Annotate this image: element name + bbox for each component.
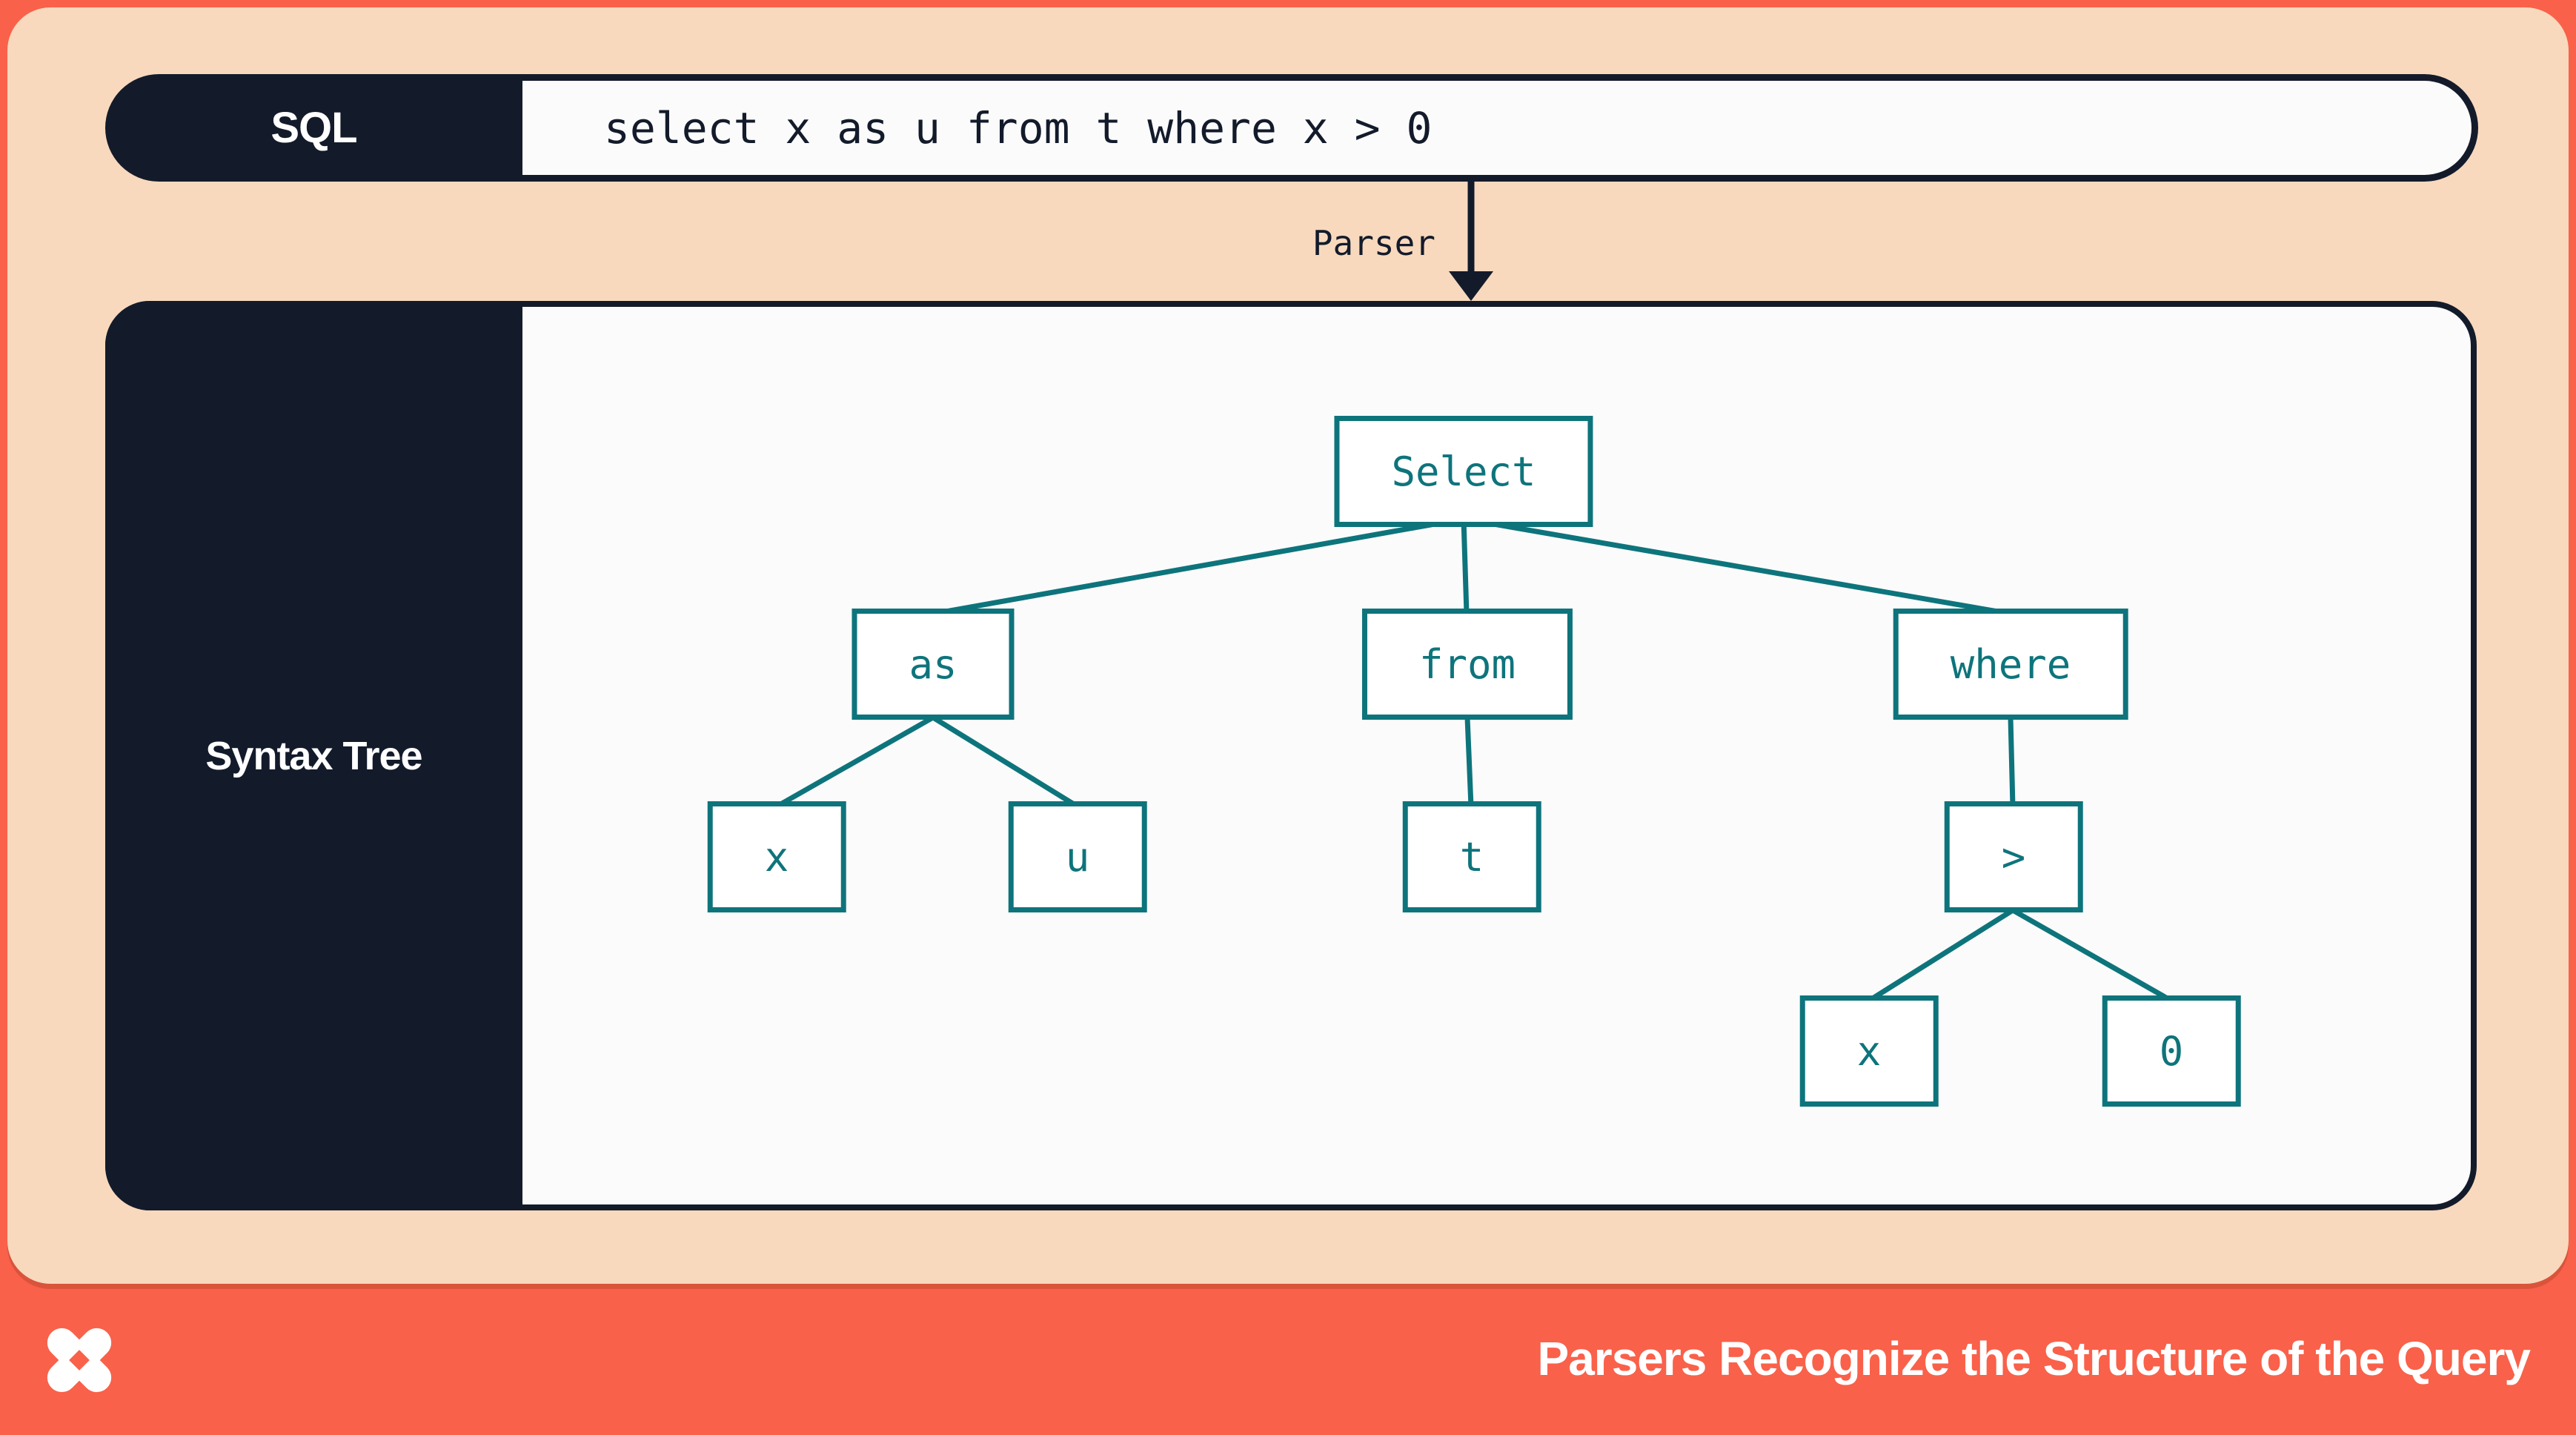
sql-bar: SQL select x as u from t where x > 0: [105, 74, 2478, 182]
tree-node-u-alias: u: [1008, 801, 1147, 912]
parser-label: Parser: [1312, 223, 1435, 263]
tree-node-gt-operator: >: [1944, 801, 2083, 912]
tree-node-where: where: [1893, 609, 2128, 720]
sql-bar-label: SQL: [270, 104, 357, 152]
sql-bar-label-zone: SQL: [105, 74, 522, 182]
syntax-tree-label: Syntax Tree: [205, 733, 422, 778]
tree-node-x-operand: x: [1799, 995, 1939, 1107]
tree-node-from: from: [1361, 609, 1573, 720]
sql-query-text: select x as u from t where x > 0: [604, 102, 1433, 153]
syntax-tree-sidebar: Syntax Tree: [105, 301, 522, 1210]
tree-node-t-table: t: [1402, 801, 1541, 912]
footer-title: Parsers Recognize the Structure of the Q…: [1537, 1332, 2531, 1385]
sql-query-zone: select x as u from t where x > 0: [522, 81, 2472, 175]
dolt-logo-icon: [47, 1328, 112, 1393]
tree-node-x-column: x: [707, 801, 846, 912]
tree-node-select: Select: [1334, 416, 1593, 527]
tree-node-as: as: [852, 609, 1015, 720]
syntax-tree-card: Syntax Tree: [105, 301, 2477, 1210]
tree-node-zero-literal: 0: [2102, 995, 2241, 1107]
